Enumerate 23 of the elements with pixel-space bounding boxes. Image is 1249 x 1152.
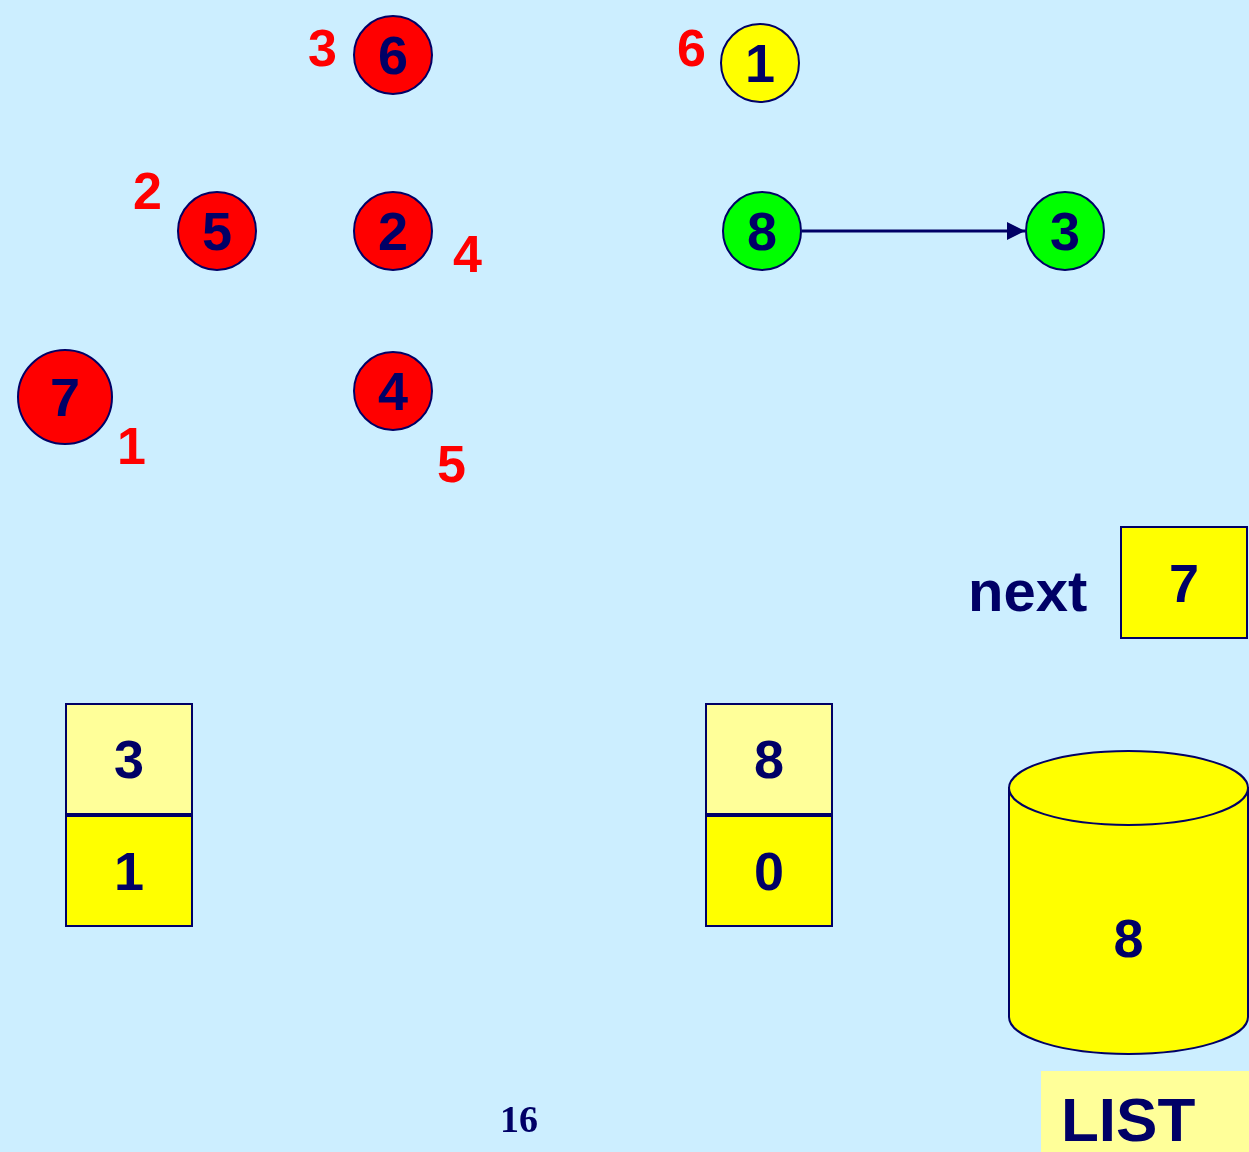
circle-node: 5 xyxy=(177,191,257,271)
circle-node: 3 xyxy=(1025,191,1105,271)
stack-cell: 0 xyxy=(705,815,833,927)
order-number: 5 xyxy=(437,438,466,490)
order-number: 1 xyxy=(117,420,146,472)
stack-cell: 3 xyxy=(65,703,193,815)
order-number: 3 xyxy=(308,22,337,74)
stack-cell: 1 xyxy=(65,815,193,927)
circle-node: 4 xyxy=(353,351,433,431)
order-number: 2 xyxy=(133,165,162,217)
circle-node: 2 xyxy=(353,191,433,271)
list-label: LIST xyxy=(1041,1071,1249,1152)
stack-cell: 8 xyxy=(705,703,833,815)
circle-node: 8 xyxy=(722,191,802,271)
circle-node: 7 xyxy=(17,349,113,445)
value-box: 7 xyxy=(1120,526,1248,639)
circle-node: 6 xyxy=(353,15,433,95)
arrow xyxy=(802,222,1025,240)
circle-node: 1 xyxy=(720,23,800,103)
order-number: 6 xyxy=(677,22,706,74)
order-number: 4 xyxy=(453,228,482,280)
pointer-label: next xyxy=(968,562,1088,620)
page-number: 16 xyxy=(500,1100,538,1138)
